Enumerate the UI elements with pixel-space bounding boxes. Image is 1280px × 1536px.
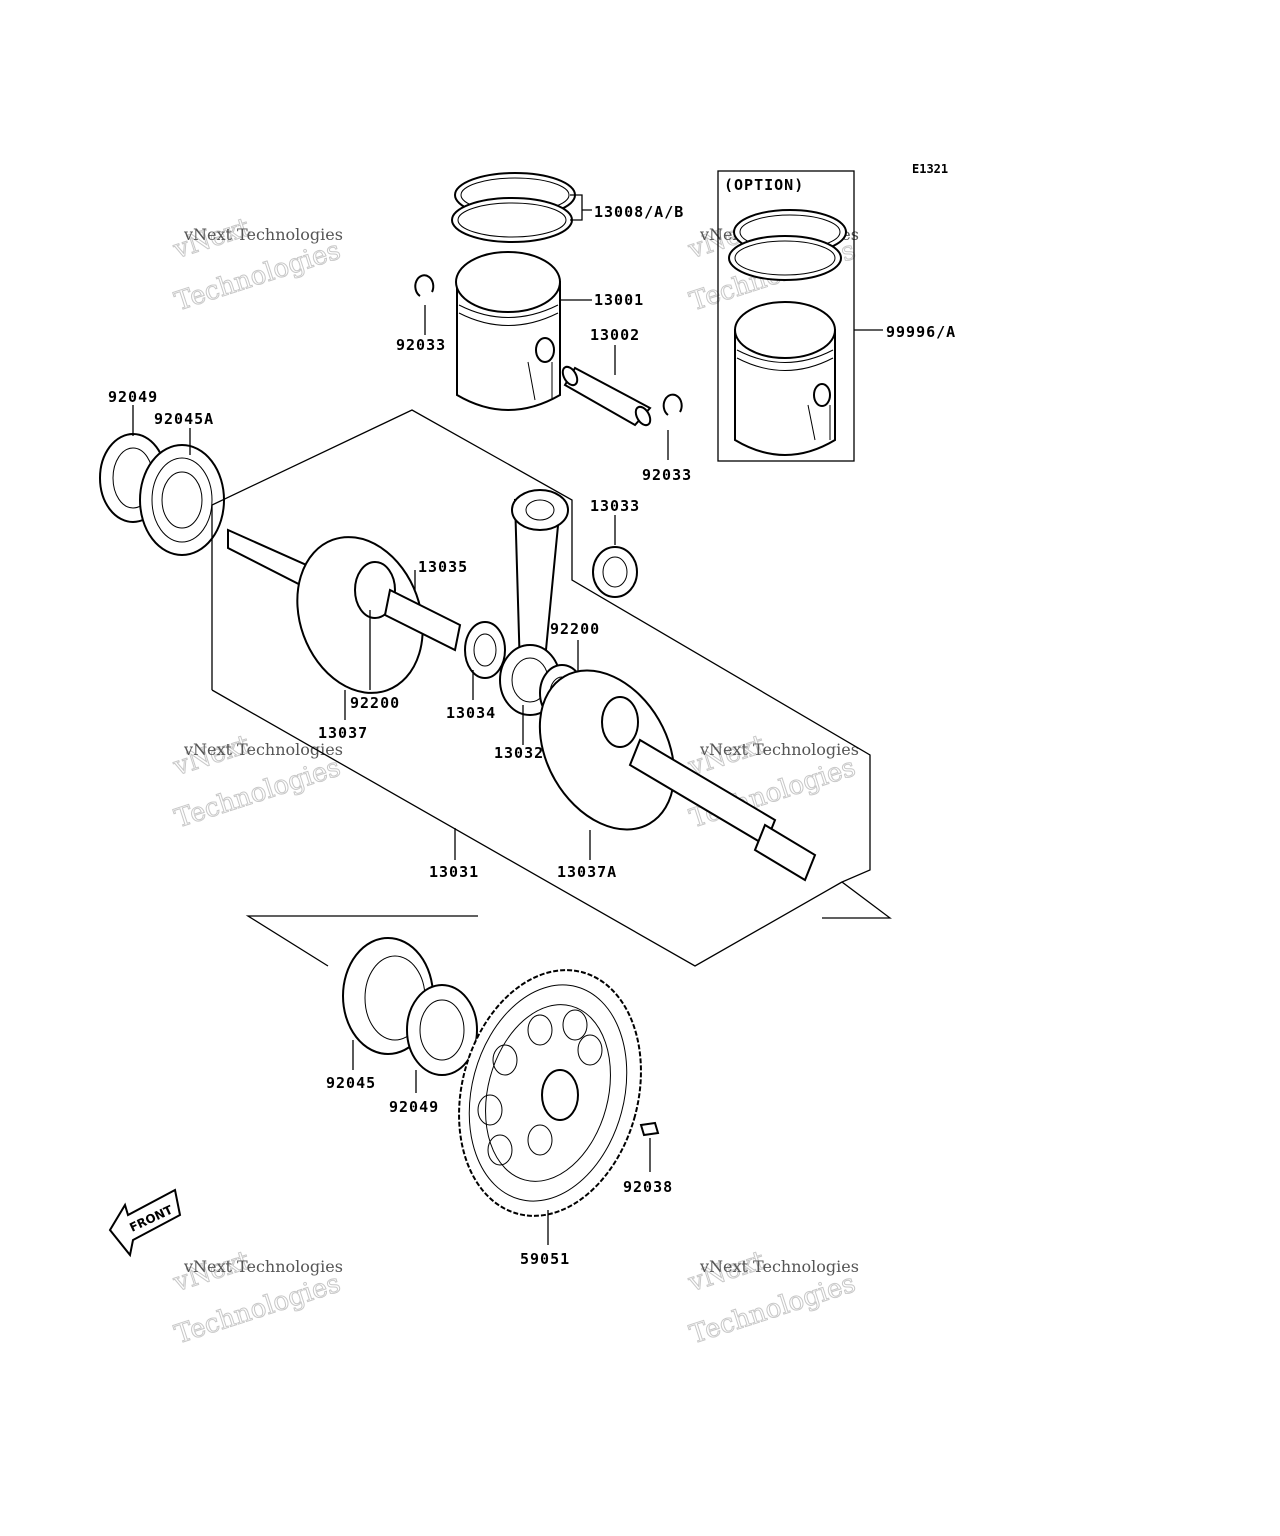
label-92033-a: 92033 <box>396 336 446 354</box>
piston-rings <box>451 172 576 243</box>
leader-left-bearings <box>132 405 191 455</box>
watermark-bottom-left: vNext Technologies vNext Technologies <box>169 1245 345 1351</box>
label-13031: 13031 <box>429 863 479 881</box>
label-13008: 13008/A/B <box>594 203 684 221</box>
svg-text:vNext Technologies: vNext Technologies <box>699 1257 859 1276</box>
option-label: (OPTION) <box>724 176 804 194</box>
needle-bearing-small <box>592 546 638 598</box>
label-92045A: 92045A <box>154 410 214 428</box>
option-box: (OPTION) <box>717 170 855 462</box>
leader-lower-bearings <box>352 1040 417 1093</box>
label-92038: 92038 <box>623 1178 673 1196</box>
label-92033-b: 92033 <box>642 466 692 484</box>
circlip-right <box>662 393 683 416</box>
circlip-left <box>414 274 435 297</box>
watermark-bottom-right: vNext Technologies vNext Technologies <box>684 1245 860 1351</box>
watermark-top-left: vNext Technologies vNext Technologies <box>169 212 345 318</box>
svg-text:vNext Technologies: vNext Technologies <box>183 1257 343 1276</box>
label-13035: 13035 <box>418 558 468 576</box>
needle-bearing-crank <box>464 621 506 679</box>
crank-web-left <box>227 528 462 694</box>
label-92049-a: 92049 <box>108 388 158 406</box>
svg-text:vNext Technologies: vNext Technologies <box>183 740 343 759</box>
connecting-rod <box>499 489 569 716</box>
piston-pin <box>561 365 652 427</box>
label-13032: 13032 <box>494 744 544 762</box>
woodruff-key <box>639 1121 660 1137</box>
svg-text:vNext Technologies: vNext Technologies <box>183 225 343 244</box>
front-arrow-icon: FRONT <box>108 1188 182 1258</box>
label-13034: 13034 <box>446 704 496 722</box>
piston <box>455 251 561 411</box>
watermark-mid-left: vNext Technologies vNext Technologies <box>169 729 345 835</box>
leader-13008 <box>570 194 592 221</box>
label-13033: 13033 <box>590 497 640 515</box>
gear <box>458 969 642 1217</box>
bearing-left <box>139 444 225 556</box>
label-92200-b: 92200 <box>550 620 600 638</box>
label-13037A: 13037A <box>557 863 617 881</box>
label-13001: 13001 <box>594 291 644 309</box>
leader-web-left <box>344 570 416 720</box>
label-99996: 99996/A <box>886 323 956 341</box>
label-59051: 59051 <box>520 1250 570 1268</box>
assembly-outline <box>211 409 892 967</box>
label-92200-a: 92200 <box>350 694 400 712</box>
svg-text:vNext Technologies: vNext Technologies <box>699 740 859 759</box>
label-92045: 92045 <box>326 1074 376 1092</box>
label-13037: 13037 <box>318 724 368 742</box>
label-92049-b: 92049 <box>389 1098 439 1116</box>
oil-seal-lower <box>406 984 478 1076</box>
diagram-code: E1321 <box>912 162 948 176</box>
label-13002: 13002 <box>590 326 640 344</box>
crank-web-right <box>538 669 817 882</box>
